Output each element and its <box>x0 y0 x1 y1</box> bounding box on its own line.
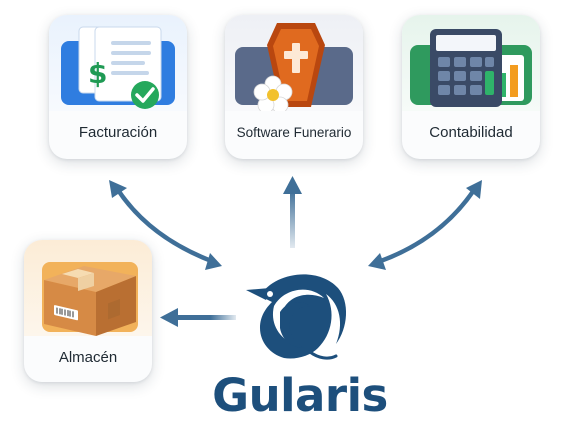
gularis-bird-logo <box>240 262 352 370</box>
module-label-funerario: Software Funerario <box>236 125 352 140</box>
arrow-funerario <box>283 176 302 248</box>
module-card-almacen[interactable]: Almacén <box>24 240 152 382</box>
module-card-facturacion[interactable]: $ Facturación <box>49 15 187 159</box>
coffin-cross-icon <box>225 15 363 111</box>
arrow-facturacion <box>109 180 222 270</box>
invoice-dollar-icon: $ <box>49 15 187 111</box>
calculator-icon <box>402 15 540 111</box>
module-card-funerario[interactable]: Software Funerario <box>225 15 363 159</box>
module-card-contabilidad[interactable]: Contabilidad <box>402 15 540 159</box>
arrow-almacen <box>160 308 236 327</box>
module-label-facturacion: Facturación <box>78 124 158 141</box>
brand-name: Gularis <box>212 369 388 422</box>
module-label-almacen: Almacén <box>58 349 118 366</box>
package-box-icon <box>24 240 152 336</box>
arrow-contabilidad <box>368 180 482 270</box>
module-label-contabilidad: Contabilidad <box>429 124 513 141</box>
svg-text:$: $ <box>88 57 107 90</box>
